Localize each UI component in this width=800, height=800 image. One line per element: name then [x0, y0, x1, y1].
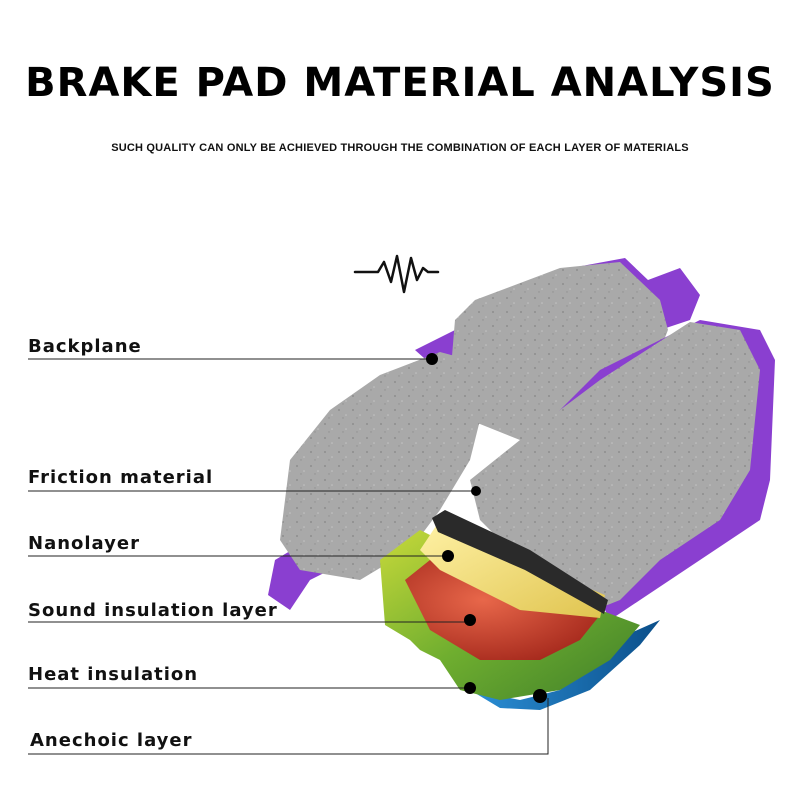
dot-anechoic — [533, 689, 547, 703]
label-nanolayer: Nanolayer — [28, 533, 140, 554]
dot-sound-insulation — [464, 614, 476, 626]
leader-lines — [28, 358, 549, 755]
label-friction-material: Friction material — [28, 467, 214, 488]
marker-dots — [426, 353, 547, 703]
dot-backplane — [426, 353, 438, 365]
sound-wave-icon — [353, 254, 440, 294]
cutaway-layers — [380, 510, 660, 710]
page-title: BRAKE PAD MATERIAL ANALYSIS — [25, 60, 775, 106]
layer-yellow — [420, 520, 605, 618]
label-sound-insulation: Sound insulation layer — [28, 600, 278, 621]
label-anechoic-layer: Anechoic layer — [30, 730, 193, 751]
layer-sound-insulation — [405, 560, 600, 660]
label-heat-insulation: Heat insulation — [28, 664, 199, 685]
layer-nanolayer — [432, 510, 608, 614]
dot-nanolayer — [442, 550, 454, 562]
label-backplane: Backplane — [28, 336, 142, 357]
right-pad-friction — [470, 322, 760, 610]
page-subtitle: SUCH QUALITY CAN ONLY BE ACHIEVED THROUG… — [111, 142, 689, 154]
main-pad-friction — [280, 352, 480, 580]
dot-heat-insulation — [464, 682, 476, 694]
dot-friction — [471, 486, 481, 496]
